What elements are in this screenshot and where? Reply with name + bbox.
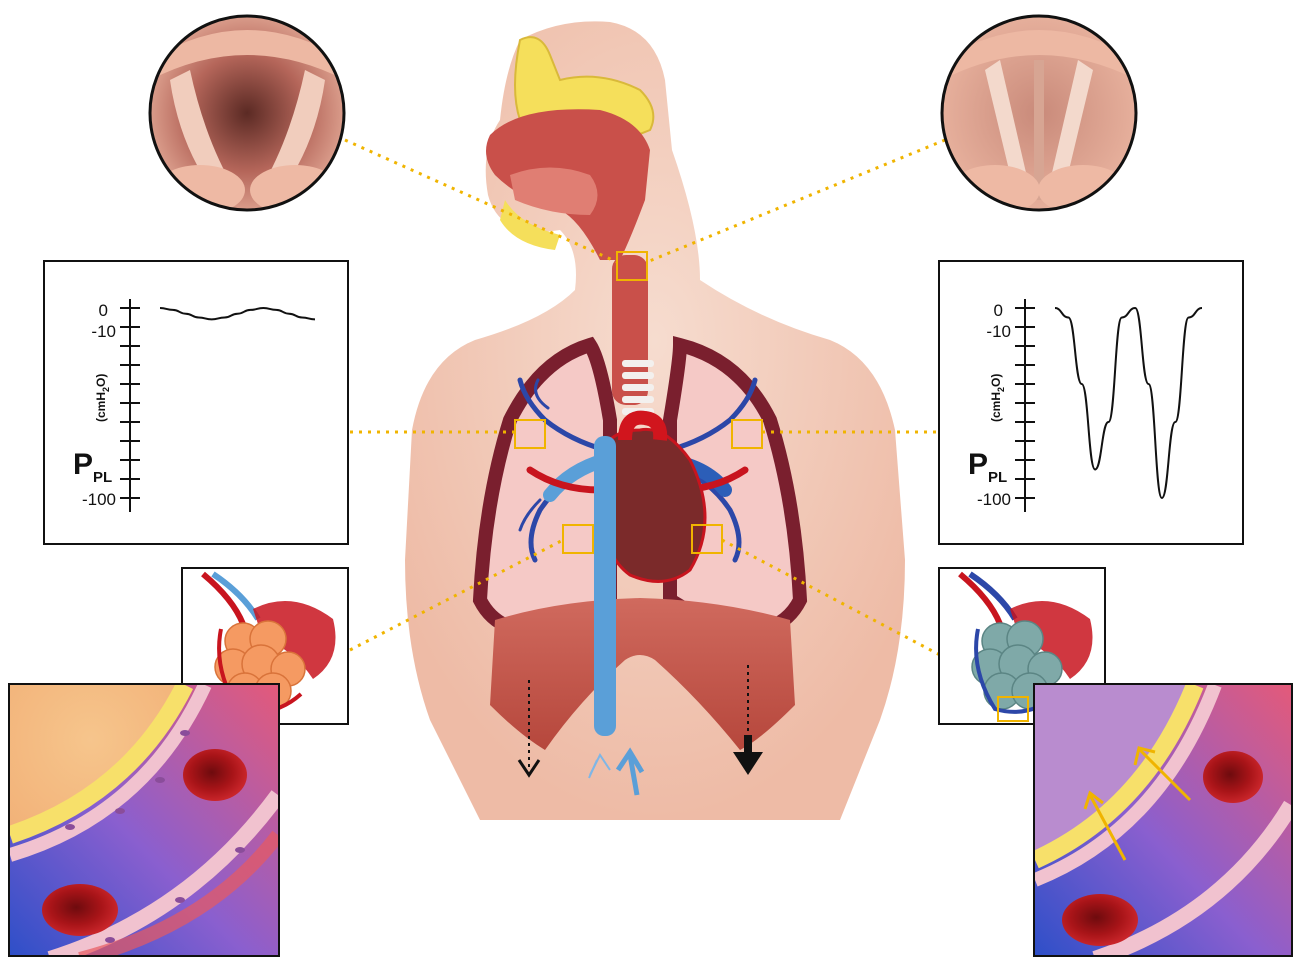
right-ylabel-main: P <box>968 448 988 481</box>
left-tick-label-100: -100 <box>82 490 116 509</box>
left-pressure-curve <box>160 308 315 319</box>
right-tick-label-10: -10 <box>986 322 1011 341</box>
right-ylabel-unit: (cmH2O) <box>989 374 1006 422</box>
right-ylabel-sub: PL <box>988 469 1007 486</box>
vocal-cords-open-view <box>150 16 345 215</box>
left-capillary-closeup <box>8 683 280 957</box>
left-capillary-illustration <box>10 685 278 957</box>
left-ylabel-sub: PL <box>93 469 112 486</box>
right-chart-svg: P PL (cmH2O) 0 -10 -100 <box>940 262 1242 543</box>
left-chart-svg: P PL (cmH2O) 0 -10 -100 <box>45 262 347 543</box>
left-tick-label-10: -10 <box>91 322 116 341</box>
left-pressure-chart: P PL (cmH2O) 0 -10 -100 <box>43 260 349 545</box>
right-pressure-curve <box>1055 308 1202 498</box>
left-ylabel-main: P <box>73 448 93 481</box>
right-capillary-illustration <box>1035 685 1291 957</box>
right-capillary-closeup <box>1033 683 1293 957</box>
vocal-cords-closed-view <box>942 16 1137 215</box>
right-pressure-chart: P PL (cmH2O) 0 -10 -100 <box>938 260 1244 545</box>
left-tick-label-0: 0 <box>99 301 108 320</box>
vena-cava <box>594 436 616 736</box>
left-ylabel-unit: (cmH2O) <box>94 374 111 422</box>
right-tick-label-0: 0 <box>994 301 1003 320</box>
right-tick-label-100: -100 <box>977 490 1011 509</box>
